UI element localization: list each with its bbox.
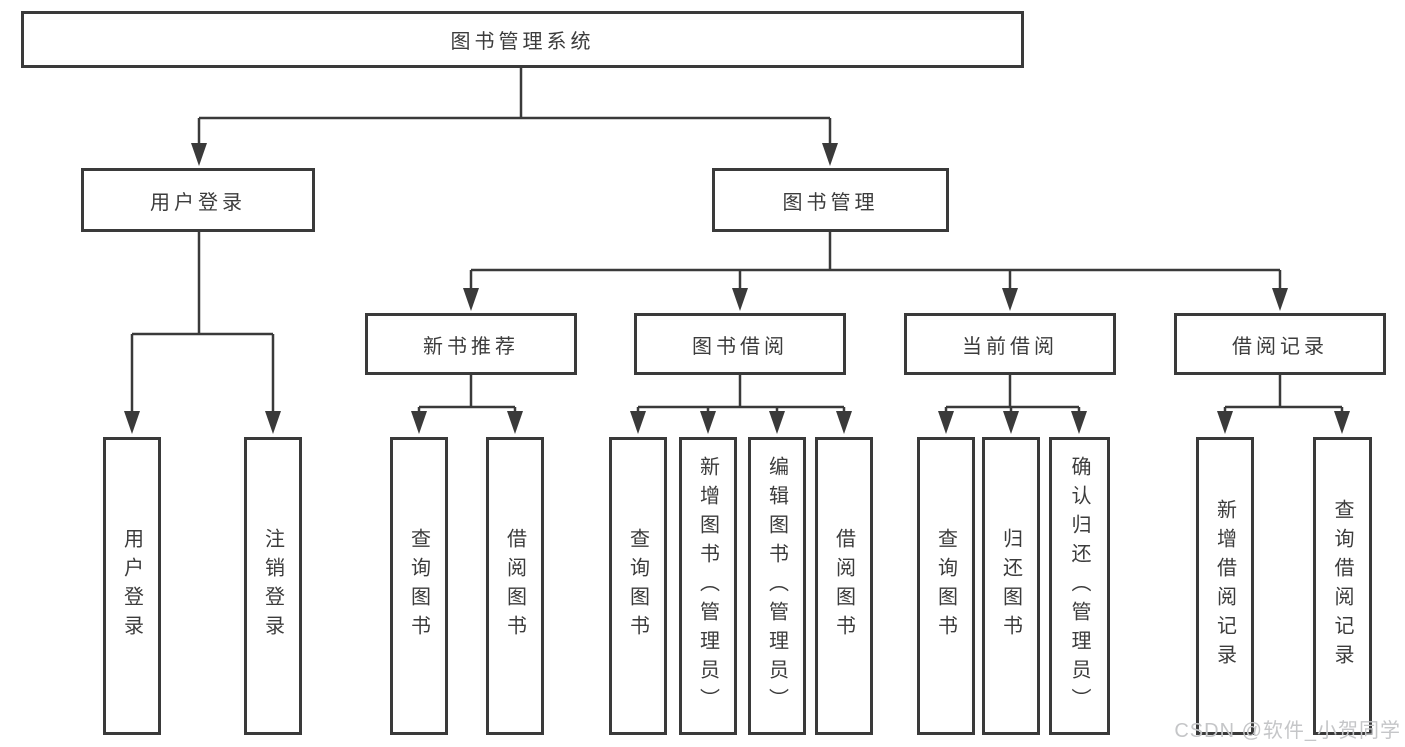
- arrowhead: [411, 411, 427, 434]
- leaf-query-books-recommend: 查询图书: [390, 437, 448, 735]
- leaf-user-login: 用户登录: [103, 437, 161, 735]
- arrowhead: [463, 288, 479, 311]
- leaf-query-books-current: 查询图书: [917, 437, 975, 735]
- leaf-borrow-books-recommend: 借阅图书: [486, 437, 544, 735]
- node-borrowing-records: 借阅记录: [1174, 313, 1386, 375]
- leaf-confirm-return-admin: 确认归还（管理员）: [1049, 437, 1110, 735]
- arrowhead: [822, 143, 838, 166]
- leaf-query-borrow-record: 查询借阅记录: [1313, 437, 1372, 735]
- leaf-borrow-books-borrowing: 借阅图书: [815, 437, 873, 735]
- node-library-management-system: 图书管理系统: [21, 11, 1024, 68]
- arrowhead: [191, 143, 207, 166]
- arrowhead: [630, 411, 646, 434]
- arrowhead: [836, 411, 852, 434]
- arrowhead: [1071, 411, 1087, 434]
- leaf-edit-books-admin: 编辑图书（管理员）: [748, 437, 806, 735]
- arrowhead: [124, 411, 140, 434]
- arrowhead: [1217, 411, 1233, 434]
- connector-borrowing-records-split: [1217, 375, 1350, 434]
- leaf-add-books-admin: 新增图书（管理员）: [679, 437, 737, 735]
- connector-book-management-split: [463, 232, 1288, 311]
- node-user-login: 用户登录: [81, 168, 315, 232]
- node-new-book-recommendation: 新书推荐: [365, 313, 577, 375]
- connector-book-borrowing-split: [630, 375, 852, 434]
- connector-current-borrowing-split: [938, 375, 1087, 434]
- leaf-return-books: 归还图书: [982, 437, 1040, 735]
- leaf-query-books-borrowing: 查询图书: [609, 437, 667, 735]
- leaf-logout: 注销登录: [244, 437, 302, 735]
- arrowhead: [1003, 411, 1019, 434]
- connector-user-login-split: [124, 232, 281, 434]
- arrowhead: [700, 411, 716, 434]
- node-book-borrowing: 图书借阅: [634, 313, 846, 375]
- arrowhead: [265, 411, 281, 434]
- arrowhead: [1002, 288, 1018, 311]
- connector-root-split: [191, 68, 838, 166]
- arrowhead: [1334, 411, 1350, 434]
- arrowhead: [507, 411, 523, 434]
- arrowhead: [769, 411, 785, 434]
- connector-new-book-split: [411, 375, 523, 434]
- leaf-add-borrow-record: 新增借阅记录: [1196, 437, 1254, 735]
- arrowhead: [732, 288, 748, 311]
- arrowhead: [938, 411, 954, 434]
- node-current-borrowing: 当前借阅: [904, 313, 1116, 375]
- arrowhead: [1272, 288, 1288, 311]
- watermark: CSDN @软件_小贺同学: [1174, 720, 1401, 742]
- node-book-management: 图书管理: [712, 168, 949, 232]
